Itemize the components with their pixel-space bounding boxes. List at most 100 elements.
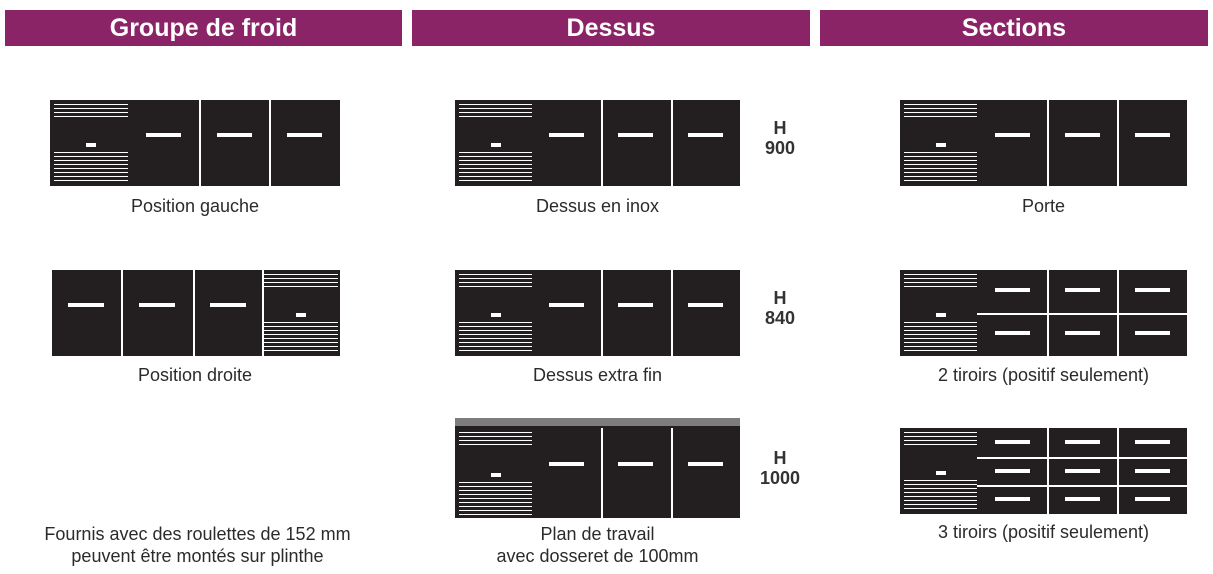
grille-line	[459, 432, 532, 433]
grille-line	[459, 176, 532, 177]
section-divider	[601, 270, 603, 356]
drawer-divider	[977, 313, 1187, 315]
drawer-handle	[549, 462, 584, 466]
height-label-900: 900	[764, 138, 796, 158]
grille-line	[904, 172, 977, 173]
drawer-handle	[688, 462, 723, 466]
grille-line	[54, 104, 128, 105]
grille-line	[264, 342, 338, 343]
unit-dessus-extra-fin	[455, 270, 740, 356]
grille-line	[904, 440, 977, 441]
grille-line	[904, 508, 977, 509]
header-dessus: Dessus	[412, 10, 810, 46]
grille-line	[459, 506, 532, 507]
section-divider	[121, 270, 123, 356]
section-divider	[601, 428, 603, 518]
grille-line	[904, 504, 977, 505]
grille-line	[459, 346, 532, 347]
drawer-handle	[618, 133, 653, 137]
note-roulettes-line1: Fournis avec des roulettes de 152 mm	[44, 524, 351, 544]
drawer-handle	[995, 331, 1030, 335]
grille-line	[54, 152, 128, 153]
grille-line	[459, 440, 532, 441]
grille-line	[904, 164, 977, 165]
grille-line	[54, 168, 128, 169]
section-divider	[1117, 428, 1119, 514]
drawer-handle	[287, 133, 322, 137]
grille-line	[264, 278, 338, 279]
grille-line	[459, 116, 532, 117]
drawer-handle	[995, 497, 1030, 501]
grille-line	[904, 436, 977, 437]
grille-indicator	[936, 471, 946, 475]
drawer-handle	[1135, 133, 1170, 137]
section-divider	[1047, 100, 1049, 186]
grille-line	[459, 152, 532, 153]
grille-indicator	[296, 313, 306, 317]
grille-line	[904, 350, 977, 351]
grille-line	[904, 432, 977, 433]
grille-line	[264, 322, 338, 323]
grille-line	[54, 112, 128, 113]
grille-line	[54, 172, 128, 173]
drawer-handle	[1065, 469, 1100, 473]
grille-line	[904, 334, 977, 335]
grille-line	[54, 180, 128, 181]
grille-line	[459, 286, 532, 287]
grille-line	[904, 282, 977, 283]
section-divider	[1047, 428, 1049, 514]
drawer-handle	[618, 303, 653, 307]
grille-line	[459, 112, 532, 113]
grille-line	[54, 116, 128, 117]
drawer-handle	[1135, 288, 1170, 292]
caption-dessus-inox: Dessus en inox	[535, 196, 660, 216]
grille-line	[904, 274, 977, 275]
condenser-grille	[904, 428, 977, 514]
grille-line	[904, 444, 977, 445]
grille-indicator	[936, 143, 946, 147]
grille-indicator	[491, 313, 501, 317]
unit-dessus-inox	[455, 100, 740, 186]
grille-line	[459, 436, 532, 437]
drawer-divider	[977, 457, 1187, 459]
grille-line	[459, 498, 532, 499]
grille-line	[459, 444, 532, 445]
section-divider	[671, 100, 673, 186]
grille-line	[264, 350, 338, 351]
grille-line	[459, 172, 532, 173]
grille-line	[54, 176, 128, 177]
grille-indicator	[936, 313, 946, 317]
grille-line	[904, 484, 977, 485]
drawer-handle	[549, 303, 584, 307]
drawer-handle	[217, 133, 252, 137]
drawer-handle	[1135, 469, 1170, 473]
grille-line	[459, 350, 532, 351]
grille-line	[904, 104, 977, 105]
height-label-h: H	[773, 448, 787, 468]
unit-trois-tiroirs	[900, 428, 1187, 514]
grille-line	[904, 156, 977, 157]
grille-line	[904, 338, 977, 339]
section-divider	[1117, 100, 1119, 186]
grille-line	[904, 500, 977, 501]
drawer-handle	[1065, 440, 1100, 444]
drawer-handle	[1065, 133, 1100, 137]
grille-indicator	[86, 143, 96, 147]
grille-line	[54, 160, 128, 161]
drawer-handle	[1135, 440, 1170, 444]
grille-line	[459, 108, 532, 109]
section-divider	[671, 270, 673, 356]
grille-line	[264, 338, 338, 339]
drawer-handle	[618, 462, 653, 466]
section-divider	[50, 270, 52, 356]
grille-line	[459, 514, 532, 515]
grille-line	[904, 168, 977, 169]
grille-line	[904, 112, 977, 113]
note-roulettes-line2: peuvent être montés sur plinthe	[71, 546, 324, 566]
header-groupe-de-froid: Groupe de froid	[5, 10, 402, 46]
grille-line	[904, 278, 977, 279]
section-divider	[601, 100, 603, 186]
grille-line	[904, 492, 977, 493]
caption-plan-de-travail-line2: avec dosseret de 100mm	[496, 546, 699, 566]
grille-line	[904, 286, 977, 287]
